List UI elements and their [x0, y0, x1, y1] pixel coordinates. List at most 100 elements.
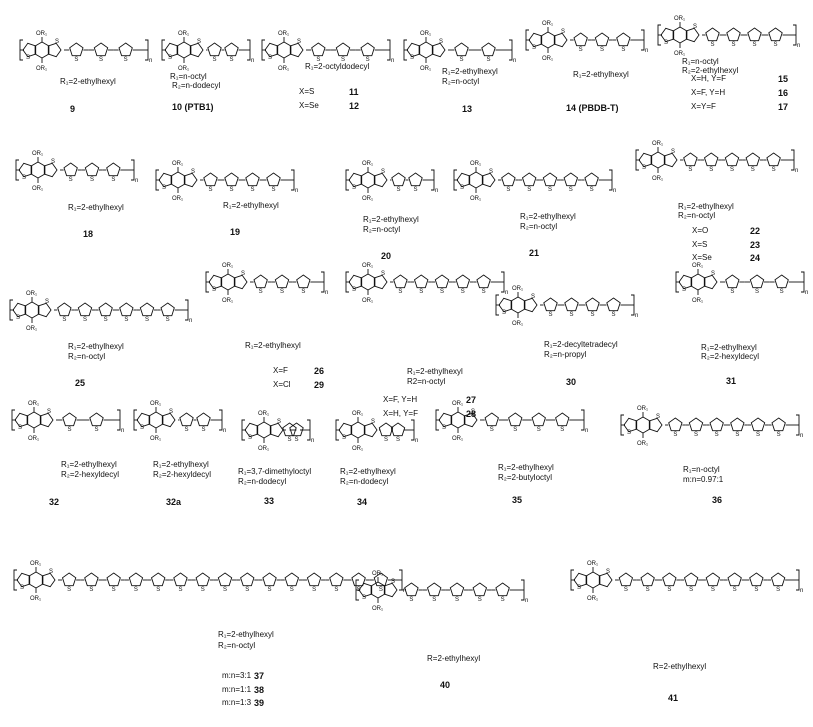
atom-label: OR₁ — [452, 436, 463, 442]
atom-label: S — [245, 587, 249, 593]
substituent-definition: R₂=2-hexyldecyl — [61, 470, 120, 479]
atom-label: S — [295, 437, 299, 443]
repeat-subscript: n — [391, 58, 394, 64]
variant-condition: X=H, Y=F — [691, 74, 726, 83]
atom-label: OR₁ — [652, 176, 663, 182]
thiophene-ring — [390, 422, 406, 437]
atom-label: S — [561, 29, 565, 35]
atom-label: S — [89, 587, 93, 593]
thiophene-ring — [640, 572, 655, 587]
atom-label: S — [90, 177, 94, 183]
atom-label: S — [577, 585, 581, 591]
repeat-subscript: n — [149, 58, 152, 64]
thiophene-ring — [363, 422, 378, 438]
atom-label: S — [83, 317, 87, 323]
atom-label: S — [461, 289, 465, 295]
repeat-subscript: n — [645, 48, 648, 54]
thiophene-ring — [495, 582, 510, 597]
atom-label: OR₁ — [32, 151, 43, 157]
atom-label: S — [711, 42, 715, 48]
atom-label: S — [316, 57, 320, 63]
benzene-ring — [468, 171, 484, 189]
atom-label: S — [501, 597, 505, 603]
thiophene-ring — [523, 297, 538, 313]
atom-label: OR₁ — [278, 66, 289, 72]
substituent-definition: R₁=2-ethylhexyl — [61, 460, 117, 469]
atom-label: S — [776, 587, 780, 593]
benzene-ring — [176, 41, 192, 59]
atom-label: S — [185, 427, 189, 433]
thiophene-ring — [703, 152, 719, 167]
atom-label: S — [730, 289, 734, 295]
substituent-definition: R₂=n-dodecyl — [172, 81, 221, 90]
benzene-ring — [26, 411, 42, 429]
atom-label: S — [178, 587, 182, 593]
compound-number: 30 — [566, 377, 577, 387]
substituent-definition: R₁=n-octyl — [170, 72, 207, 81]
variant-condition: X=H, Y=F — [383, 409, 418, 418]
atom-label: S — [212, 287, 216, 293]
thiophene-ring — [183, 172, 198, 188]
compound-number: 13 — [462, 104, 473, 114]
atom-label: S — [774, 42, 778, 48]
atom-label: S — [352, 185, 356, 191]
atom-label: S — [111, 177, 115, 183]
thiophene-ring — [373, 172, 388, 188]
thiophene-ring — [39, 412, 54, 428]
substituent-definition: R₁=2-ethylhexyl — [60, 77, 116, 86]
atom-label: S — [112, 587, 116, 593]
benzene-ring — [276, 41, 292, 59]
benzene-ring — [360, 171, 376, 189]
atom-label: S — [664, 40, 668, 46]
atom-label: S — [251, 187, 255, 193]
atom-label: S — [688, 167, 692, 173]
repeat-subscript: n — [797, 43, 800, 49]
thiophene-ring — [158, 172, 173, 188]
thiophene-ring — [404, 582, 419, 597]
atom-label: OR₁ — [352, 411, 363, 417]
repeat-subscript: n — [635, 313, 638, 319]
atom-label: S — [397, 187, 401, 193]
atom-label: S — [140, 425, 144, 431]
thiophene-ring — [648, 417, 663, 433]
atom-label: OR₁ — [30, 596, 41, 602]
compound-number: 12 — [349, 101, 360, 111]
thiophene-ring — [564, 297, 579, 312]
thiophene-ring — [358, 582, 373, 598]
thiophene-ring — [585, 297, 600, 312]
atom-label: S — [606, 569, 610, 575]
atom-label: OR₁ — [172, 161, 183, 167]
atom-label: S — [197, 39, 201, 45]
substituent-definition: R₂=2-butyloctyl — [498, 473, 553, 482]
atom-label: OR₁ — [362, 161, 373, 167]
thiophene-ring — [668, 417, 683, 432]
atom-label: S — [735, 432, 739, 438]
atom-label: S — [506, 187, 510, 193]
thiophene-ring — [770, 572, 786, 587]
atom-label: S — [272, 187, 276, 193]
thiophene-ring — [160, 302, 175, 317]
atom-label: S — [352, 287, 356, 293]
benzene-ring — [418, 41, 434, 59]
atom-label: S — [410, 55, 414, 61]
compound-number: 35 — [512, 495, 523, 505]
thiophene-ring — [543, 297, 558, 312]
compound-number: 37 — [254, 671, 265, 681]
atom-label: OR₁ — [172, 196, 183, 202]
thiophene-ring — [244, 422, 259, 438]
thiophene-ring — [203, 172, 218, 187]
compound-number: 16 — [778, 88, 789, 98]
atom-label: S — [455, 597, 459, 603]
substituent-definition: R₁=2-ethylhexyl — [68, 342, 124, 351]
atom-label: OR₁ — [542, 56, 553, 62]
atom-label: S — [268, 55, 272, 61]
atom-label: OR₁ — [278, 31, 289, 37]
atom-label: S — [202, 427, 206, 433]
atom-label: S — [134, 587, 138, 593]
atom-label: S — [715, 432, 719, 438]
thiophene-ring — [196, 412, 211, 427]
thiophene-ring — [89, 412, 104, 427]
compound-number: 20 — [381, 251, 392, 261]
substituent-definition: R₁=2-octyldodecyl — [305, 62, 370, 71]
